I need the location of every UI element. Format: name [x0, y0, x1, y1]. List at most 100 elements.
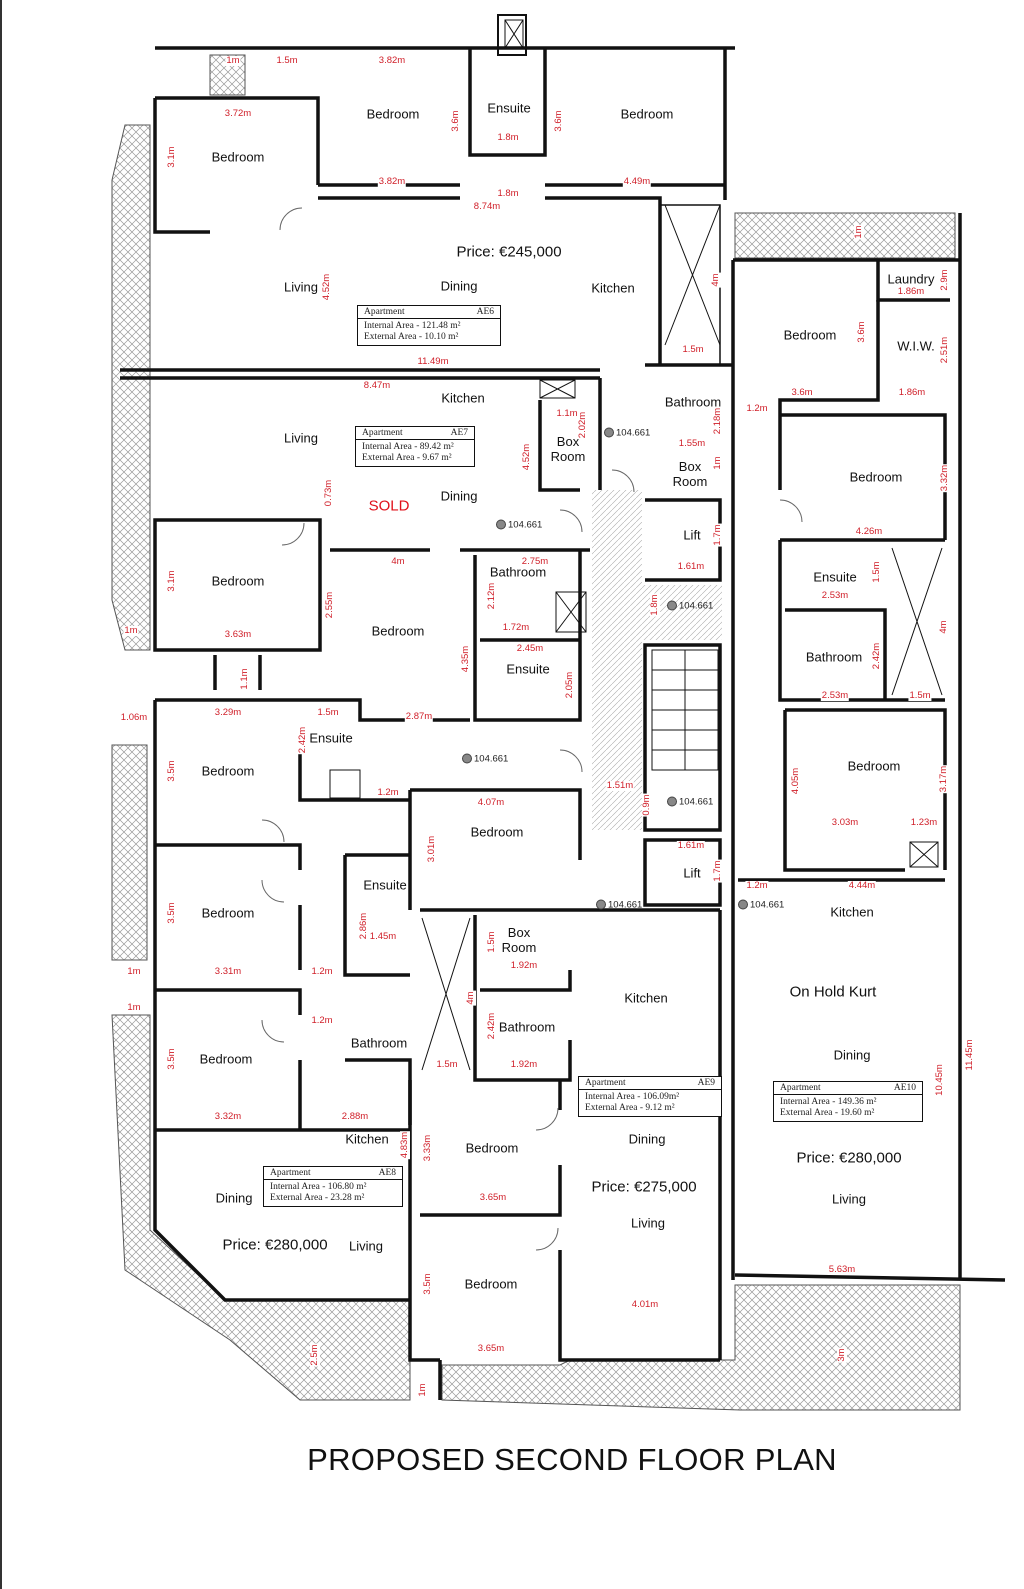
dimension-label: 1.61m: [676, 561, 706, 572]
dimension-label: 1.5m: [435, 1059, 459, 1070]
room-label: Bedroom: [470, 824, 524, 840]
room-label: Ensuite: [363, 877, 407, 893]
dimension-label: 1.8m: [496, 132, 520, 143]
apartment-id: AE10: [893, 1083, 916, 1093]
room-label: Dining: [440, 488, 478, 504]
dimension-label: 1.06m: [119, 712, 149, 723]
dimension-label: 1.8m: [496, 188, 520, 199]
dimension-label: 3.1m: [166, 569, 177, 593]
dimension-label: 1m: [126, 1002, 142, 1013]
dimension-label: 10.45m: [934, 1063, 945, 1097]
room-label: Dining: [833, 1047, 871, 1063]
room-label: Bathroom: [350, 1035, 408, 1051]
dimension-label: 8.74m: [472, 201, 502, 212]
room-label: Ensuite: [309, 730, 353, 746]
dimension-label: 0.9m: [641, 793, 652, 817]
dimension-label: 1.7m: [712, 523, 723, 547]
dimension-label: 2.9m: [939, 268, 950, 292]
room-label: Box Room: [550, 434, 586, 464]
room-label: Bedroom: [211, 149, 265, 165]
dimension-label: 4.49m: [622, 176, 652, 187]
dimension-label: 2.02m: [577, 410, 588, 440]
room-label: Kitchen: [441, 390, 485, 406]
dimension-label: 1.92m: [509, 960, 539, 971]
dimension-label: 1m: [225, 55, 241, 66]
dimension-label: 1.45m: [368, 931, 398, 942]
room-label: Ensuite: [506, 661, 550, 677]
price-ae9: Price: €275,000: [591, 1178, 697, 1196]
room-label: Dining: [628, 1131, 666, 1147]
dimension-label: 1.2m: [745, 403, 769, 414]
dimension-label: 4m: [390, 556, 406, 567]
dimension-label: 3.03m: [830, 817, 860, 828]
apartment-label: Apartment: [362, 428, 403, 438]
dimension-label: 4.44m: [847, 880, 877, 891]
dimension-label: 1.1m: [239, 667, 250, 691]
dimension-label: 1.55m: [677, 438, 707, 449]
dimension-label: 3.63m: [223, 629, 253, 640]
level-marker: 104.661: [596, 900, 642, 911]
dimension-label: 1.92m: [509, 1059, 539, 1070]
dimension-label: 4.83m: [399, 1130, 410, 1160]
dimension-label: 1m: [126, 966, 142, 977]
price-ae10: Price: €280,000: [796, 1149, 902, 1167]
room-label: Kitchen: [591, 280, 635, 296]
dimension-label: 1m: [123, 625, 139, 636]
external-area: External Area - 19.60 m²: [780, 1108, 875, 1118]
dimension-label: 1.2m: [376, 787, 400, 798]
dimension-label: 2.88m: [340, 1111, 370, 1122]
dimension-label: 1.72m: [501, 622, 531, 633]
room-label: W.I.W.: [897, 338, 935, 354]
level-marker: 104.661: [738, 900, 784, 911]
dimension-label: 3.29m: [213, 707, 243, 718]
dimension-label: 1.5m: [275, 55, 299, 66]
dimension-label: 1.86m: [897, 387, 927, 398]
room-label: Bedroom: [371, 623, 425, 639]
dimension-label: 1.23m: [909, 817, 939, 828]
shaft-markers: [329, 19, 943, 1071]
room-label: Lift: [683, 865, 701, 881]
dimension-label: 2.42m: [871, 641, 882, 671]
internal-area: Internal Area - 89.42 m²: [362, 442, 454, 452]
level-marker: 104.661: [667, 601, 713, 612]
dimension-label: 2.87m: [404, 711, 434, 722]
apartment-id: AE6: [476, 307, 494, 317]
room-label: Kitchen: [830, 904, 874, 920]
dimension-label: 4.07m: [476, 797, 506, 808]
level-marker: 104.661: [667, 797, 713, 808]
dimension-label: 3.72m: [223, 108, 253, 119]
level-marker: 104.661: [604, 428, 650, 439]
dimension-label: 2.55m: [324, 590, 335, 620]
plan-title: PROPOSED SECOND FLOOR PLAN: [307, 1442, 837, 1477]
dimension-label: 3.5m: [422, 1272, 433, 1296]
apartment-id: AE9: [697, 1078, 715, 1088]
sold-status-ae7: SOLD: [368, 497, 410, 515]
dimension-label: 1.5m: [871, 560, 882, 584]
dimension-label: 4.52m: [321, 272, 332, 302]
dimension-label: 2.45m: [515, 643, 545, 654]
room-label: Bedroom: [211, 573, 265, 589]
dimension-label: 1.8m: [649, 593, 660, 617]
dimension-label: 3.6m: [553, 109, 564, 133]
dimension-label: 4.26m: [854, 526, 884, 537]
dimension-label: 3.32m: [213, 1111, 243, 1122]
hold-status-ae10: On Hold Kurt: [789, 983, 877, 1001]
room-label: Bathroom: [664, 394, 722, 410]
walls: [120, 14, 1006, 1400]
dimension-label: 0.73m: [323, 478, 334, 508]
dimension-label: 2.42m: [486, 1011, 497, 1041]
internal-area: Internal Area - 121.48 m²: [364, 321, 461, 331]
room-label: Living: [349, 1238, 383, 1254]
room-label: Bathroom: [489, 564, 547, 580]
dimension-label: 4m: [465, 990, 476, 1006]
room-label: Bedroom: [783, 327, 837, 343]
dimension-label: 1m: [712, 455, 723, 471]
dimension-label: 11.49m: [416, 356, 450, 367]
room-label: Bedroom: [201, 763, 255, 779]
external-area: External Area - 10.10 m²: [364, 332, 459, 342]
dimension-label: 4.52m: [521, 442, 532, 472]
dimension-label: 4m: [710, 272, 721, 288]
room-label: Kitchen: [345, 1131, 389, 1147]
room-label: Bedroom: [847, 758, 901, 774]
